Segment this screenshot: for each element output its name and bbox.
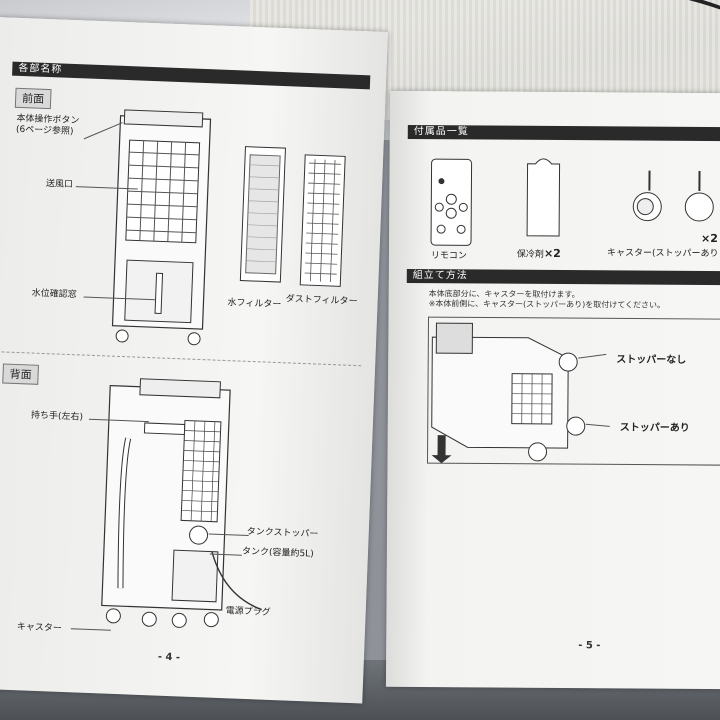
- front-unit-illustration: [111, 109, 212, 346]
- callout-power-plug: 電源プラグ: [225, 606, 271, 618]
- assembly-illustration: [426, 316, 720, 466]
- back-label: 背面: [2, 363, 39, 385]
- callout-control-buttons: 本体操作ボタン (6ページ参照): [15, 113, 80, 137]
- water-filter-illustration: [239, 146, 286, 283]
- callout-water-level-window: 水位確認窓: [31, 288, 77, 301]
- section-title-accessories: 付属品一覧: [407, 124, 720, 142]
- label-remote: リモコン: [430, 251, 467, 262]
- callout-tank: タンク(容量約5L): [241, 546, 314, 560]
- section-title-assembly: 組立て方法: [406, 268, 720, 286]
- callout-tank-stopper: タンクストッパー: [246, 526, 319, 540]
- caster-qty: ×2: [701, 231, 718, 246]
- callout-water-filter: 水フィルター: [227, 298, 282, 311]
- callout-with-stopper: ストッパーあり: [619, 422, 690, 434]
- leader-line: [70, 628, 111, 631]
- label-caster: キャスター(ストッパーあり・: [606, 248, 720, 260]
- remote-illustration: [430, 158, 473, 246]
- assembly-step-2: ※本体前側に、キャスター(ストッパーあり)を取付けてください。: [428, 299, 666, 310]
- callout-dust-filter: ダストフィルター: [285, 294, 358, 308]
- callout-caster: キャスター: [16, 622, 63, 634]
- ice-pack-illustration: [526, 158, 561, 237]
- callout-no-stopper: ストッパーなし: [616, 354, 687, 366]
- section-title-parts: 各部名称: [12, 61, 371, 90]
- callout-air-outlet: 送風口: [45, 178, 74, 191]
- back-unit-illustration: [101, 378, 262, 628]
- page-left: 各部名称 前面: [0, 16, 388, 704]
- section-divider: [0, 351, 362, 367]
- page-right: 付属品一覧 リモコン 保冷剤×2 キャスター(ストッパーあり・ ×2 組立て方法…: [385, 90, 720, 690]
- page-number-4: - 4 -: [157, 651, 181, 664]
- caster-illustration: [632, 170, 714, 222]
- callout-handle: 持ち手(左右): [30, 410, 84, 423]
- front-label: 前面: [14, 87, 52, 110]
- page-number-5: - 5 -: [578, 640, 601, 652]
- dust-filter-illustration: [299, 154, 346, 287]
- label-ice-pack: 保冷剤×2: [516, 246, 561, 261]
